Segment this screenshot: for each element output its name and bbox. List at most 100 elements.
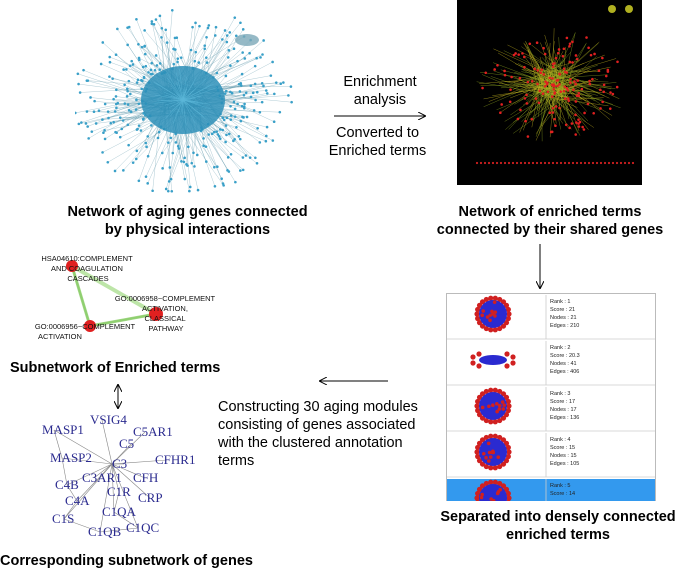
gene-label-c5: C5 (119, 436, 134, 451)
gene-node (99, 62, 103, 66)
gene-node (169, 136, 173, 140)
gene-node (121, 119, 125, 122)
term-node (521, 52, 524, 55)
term-cluster (625, 5, 633, 13)
gene-node (232, 47, 236, 51)
gene-node (101, 41, 105, 44)
gene-label-crp: CRP (138, 490, 163, 505)
gene-node (253, 82, 257, 86)
term-node (535, 161, 539, 165)
caption-subnetwork-genes: Corresponding subnetwork of genes (0, 553, 253, 569)
term-node (587, 46, 590, 50)
cluster-node (497, 388, 503, 395)
gene-node (226, 169, 229, 172)
cluster-node (497, 325, 503, 332)
term-node (607, 161, 611, 165)
term-node (508, 100, 512, 104)
term-node (601, 100, 604, 104)
gene-node (131, 63, 135, 66)
gene-node (146, 154, 150, 158)
gene-node (127, 143, 130, 147)
term-node (545, 82, 549, 85)
cluster-node (485, 315, 490, 319)
gene-node (225, 133, 228, 137)
term-node (541, 92, 545, 95)
term-node (544, 80, 547, 83)
cluster-node (484, 455, 488, 460)
cluster-node (505, 407, 511, 414)
gene-node (233, 16, 237, 19)
cluster-node (506, 499, 511, 501)
cluster-node (492, 295, 498, 301)
term-node (523, 161, 527, 165)
term-node (487, 161, 491, 165)
cluster-node (476, 320, 483, 326)
gene-node (126, 26, 129, 29)
gene-node (103, 137, 107, 141)
term-node (574, 54, 578, 57)
gene-node (205, 61, 209, 64)
cluster-node (497, 480, 503, 487)
term-node (550, 83, 554, 86)
gene-node (84, 122, 88, 125)
gene-node (165, 41, 169, 44)
gene-node (140, 45, 144, 49)
gene-node (129, 92, 132, 96)
term-node (499, 111, 502, 114)
term-node (537, 101, 541, 105)
term-node (568, 44, 571, 48)
gene-node (258, 141, 262, 144)
gene-node (235, 126, 238, 129)
cluster-node (481, 451, 486, 456)
cluster-node (483, 325, 489, 332)
term-node (523, 97, 527, 100)
cluster-rank: Rank : 4 (550, 437, 570, 443)
cluster-node (476, 351, 482, 357)
gene-node (116, 27, 119, 31)
term-node (539, 71, 543, 75)
gene-node (190, 161, 194, 165)
gene-node (221, 38, 224, 41)
gene-node (154, 18, 158, 21)
term-node (568, 42, 572, 46)
term-node (583, 161, 587, 165)
gene-node (183, 156, 186, 160)
term-node (512, 53, 516, 57)
term-node (484, 71, 488, 75)
gene-node (126, 123, 130, 127)
gene-node (189, 48, 193, 52)
text-line: Enrichment (343, 74, 417, 90)
term-node (524, 119, 527, 123)
cluster-node (488, 465, 494, 471)
term-node (627, 161, 631, 165)
term-node (495, 161, 499, 165)
gene-node (258, 111, 262, 114)
gene-node (249, 95, 253, 99)
cluster-node (474, 495, 480, 501)
term-node (569, 81, 572, 84)
cluster-node (504, 351, 510, 357)
gene-node (143, 52, 147, 56)
term-edge (71, 265, 91, 327)
term-node (530, 117, 534, 121)
term-node (548, 111, 552, 114)
term-label-go0006958: GO:0006958~COMPLEMENT ACTIVATION, CLASSI… (115, 294, 217, 333)
gene-node (154, 54, 158, 57)
term-node (522, 55, 526, 59)
term-node (558, 83, 561, 86)
gene-node (259, 56, 262, 59)
gene-node (260, 100, 264, 104)
gene-node (137, 179, 141, 183)
gene-node (229, 90, 232, 94)
term-node (84, 320, 96, 332)
cluster-node (488, 327, 494, 333)
gene-node (244, 154, 248, 157)
gene-node (157, 130, 161, 134)
cluster-node (479, 461, 486, 467)
term-node (592, 111, 596, 115)
